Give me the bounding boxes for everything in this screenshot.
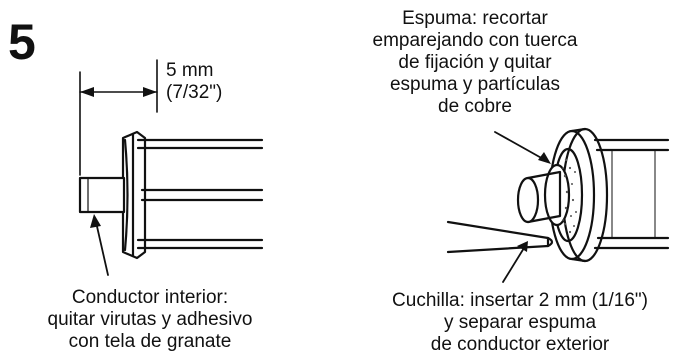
knife-note-line-3: de conductor exterior: [430, 334, 610, 355]
step-number: 5: [8, 14, 36, 70]
foam-note-line-3: de fijación y quitar: [398, 52, 552, 73]
foam-note-line-4: espuma y partículas: [389, 74, 561, 95]
conductor-caption: Conductor interior: quitar virutas y adh…: [10, 287, 290, 353]
foam-note-line-2: emparejando con tuerca: [372, 30, 578, 51]
dimension-inches: (7/32"): [166, 82, 223, 103]
foam-note-line-5: de cobre: [438, 96, 512, 117]
knife-note-line-2: y separar espuma: [443, 312, 597, 333]
knife-note: Cuchilla: insertar 2 mm (1/16") y separa…: [360, 290, 680, 356]
caption-line-1: Conductor interior:: [71, 287, 229, 308]
dimension-mm: 5 mm: [166, 60, 214, 81]
dimension-label: 5 mm (7/32"): [166, 60, 222, 104]
knife-note-line-1: Cuchilla: insertar 2 mm (1/16"): [392, 290, 648, 311]
foam-note-line-1: Espuma: recortar: [402, 8, 548, 29]
caption-line-3: con tela de granate: [68, 331, 232, 352]
foam-note: Espuma: recortar emparejando con tuerca …: [350, 8, 600, 118]
caption-line-2: quitar virutas y adhesivo: [47, 309, 253, 330]
